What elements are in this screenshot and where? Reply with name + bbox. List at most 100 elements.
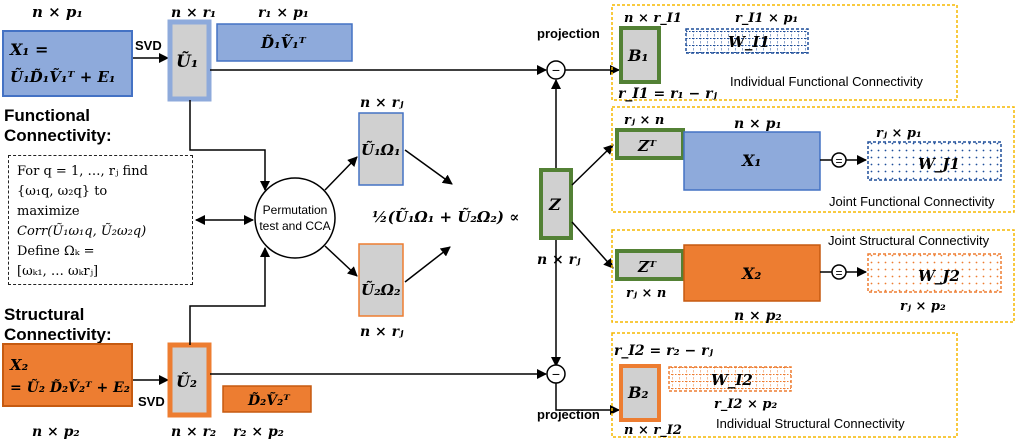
w-i2-dims: r_I2 × p₂ (714, 397, 778, 412)
w-i1-label: W_I1 (728, 33, 770, 51)
svd-bottom-label: SVD (138, 394, 165, 409)
w-j2-label: W_J2 (918, 267, 960, 285)
u1-matrix-box (167, 19, 212, 102)
zt2-label: Zᵀ (637, 258, 657, 276)
w-i1-matrix-box (685, 28, 809, 54)
x2-right-matrix-box (683, 244, 821, 302)
u2o2-dims: n × rⱼ (360, 324, 404, 340)
x1-right-dims: n × p₁ (734, 116, 782, 132)
u1-label: Ũ₁ (176, 50, 198, 72)
z-label: Z (548, 195, 562, 214)
minus-bottom-symbol: − (552, 366, 560, 382)
u2o2-to-avg-arrow (404, 246, 451, 283)
cca-line5: Define Ωₖ = (17, 244, 95, 259)
cca-line1: For q = 1, …, rⱼ find (17, 164, 148, 179)
z-to-zt1-arrow (571, 144, 614, 186)
d1v1-label: D̃₁Ṽ₁ᵀ (260, 33, 307, 52)
equals-j2-symbol: = (835, 266, 842, 280)
d1v1-dims: r₁ × p₁ (258, 5, 309, 21)
u1-dims: n × r₁ (171, 5, 216, 21)
r-i1-formula: r_I1 = r₁ − rⱼ (618, 86, 718, 102)
b1-matrix-box (619, 26, 661, 84)
minus-top-symbol: − (552, 62, 560, 78)
u2o2-matrix-box (358, 243, 404, 317)
zt2-matrix-box (615, 249, 685, 281)
u2-label: Ũ₂ (176, 370, 197, 391)
zt2-dims: rⱼ × n (626, 286, 666, 301)
x2-right-label: X₂ (741, 264, 761, 283)
structural-title-line2: Connectivity: (4, 325, 112, 344)
joint-structural-caption: Joint Structural Connectivity (828, 233, 990, 248)
w-j2-matrix-box (867, 253, 1002, 293)
individual-structural-frame (611, 332, 958, 438)
u1o1-dims: n × rⱼ (360, 95, 404, 111)
joint-structural-frame (611, 229, 1015, 323)
zt1-dims: rⱼ × n (624, 113, 664, 128)
b2-matrix-box (619, 364, 661, 422)
z-to-zt2-arrow (571, 221, 614, 269)
average-formula: ½(Ũ₁Ω₁ + Ũ₂Ω₂) ∝ (372, 207, 519, 226)
cca-line6: [ωₖ₁, … ωₖrⱼ] (17, 264, 99, 279)
u2-matrix-box (167, 342, 212, 418)
d2v2-dims: r₂ × p₂ (233, 424, 284, 440)
u2-to-perm-line (189, 247, 270, 345)
u1-to-perm-line (189, 100, 270, 191)
u1o1-to-avg-arrow (404, 149, 453, 185)
u1o1-label: Ũ₁Ω₁ (361, 140, 401, 159)
joint-functional-frame (611, 106, 1015, 213)
r-i2-formula: r_I2 = r₂ − rⱼ (614, 343, 714, 359)
individual-functional-caption: Individual Functional Connectivity (730, 74, 923, 89)
functional-title-line2: Connectivity: (4, 126, 112, 145)
z-matrix-box (539, 168, 573, 240)
x2-right-dims: n × p₂ (734, 308, 782, 324)
u2-dims: n × r₂ (171, 424, 216, 440)
projection-bottom-label: projection (537, 407, 600, 422)
equals-j1-symbol: = (835, 154, 842, 168)
x1-formula-line2: Ũ₁D̃₁Ṽ₁ᵀ + E₁ (10, 67, 115, 86)
joint-functional-caption: Joint Functional Connectivity (829, 194, 995, 209)
w-i2-matrix-box (668, 366, 792, 392)
w-j1-matrix-box (867, 141, 1002, 181)
b2-label: B₂ (627, 383, 649, 402)
w-j1-dims: rⱼ × p₁ (876, 126, 922, 141)
perm-to-u2o2-arrow (324, 245, 358, 277)
x1-matrix-box (2, 30, 133, 97)
x1-right-label: X₁ (741, 151, 761, 170)
d1v1-matrix-box (216, 23, 353, 62)
zt1-label: Zᵀ (637, 137, 657, 155)
b1-dims: n × r_I1 (624, 11, 682, 26)
minus-bottom-to-b2-arrow (555, 383, 620, 415)
x2-formula-line2: = Ũ₂ D̃₂Ṽ₂ᵀ + E₂ (10, 377, 130, 396)
cca-line2: {ω₁q, ω₂q} to (17, 184, 108, 199)
x2-dims: n × p₂ (32, 424, 80, 440)
d2v2-label: D̃₂Ṽ₂ᵀ (247, 390, 291, 409)
cca-line3: maximize (17, 204, 80, 219)
individual-functional-frame (611, 4, 958, 101)
z-dims: n × rⱼ (537, 252, 581, 268)
svd-top-label: SVD (135, 38, 162, 53)
projection-top-label: projection (537, 26, 600, 41)
w-j2-dims: rⱼ × p₂ (900, 299, 946, 314)
perm-line1: Permutation (263, 203, 328, 217)
structural-title-line1: Structural (4, 305, 84, 324)
x2-formula-line1: X₂ (9, 356, 29, 374)
cca-definition-box: For q = 1, …, rⱼ find {ω₁q, ω₂q} to maxi… (8, 155, 193, 285)
permutation-cca-circle (254, 177, 336, 259)
b2-dims: n × r_I2 (624, 423, 682, 438)
w-i1-dims: r_I1 × p₁ (735, 11, 798, 26)
d2v2-matrix-box (222, 385, 312, 413)
b1-label: B₁ (627, 46, 649, 65)
u2o2-label: Ũ₂Ω₂ (361, 280, 401, 299)
u1o1-matrix-box (358, 112, 404, 186)
x1-formula-line1: X₁ = (9, 40, 48, 59)
functional-title-line1: Functional (4, 106, 90, 125)
x2-matrix-box (2, 343, 133, 407)
zt1-matrix-box (615, 128, 685, 160)
x1-dims: n × p₁ (32, 3, 83, 21)
individual-structural-caption: Individual Structural Connectivity (716, 416, 905, 431)
perm-line2: test and CCA (259, 219, 330, 233)
perm-to-u1o1-arrow (324, 156, 358, 191)
w-j1-label: W_J1 (918, 155, 960, 173)
